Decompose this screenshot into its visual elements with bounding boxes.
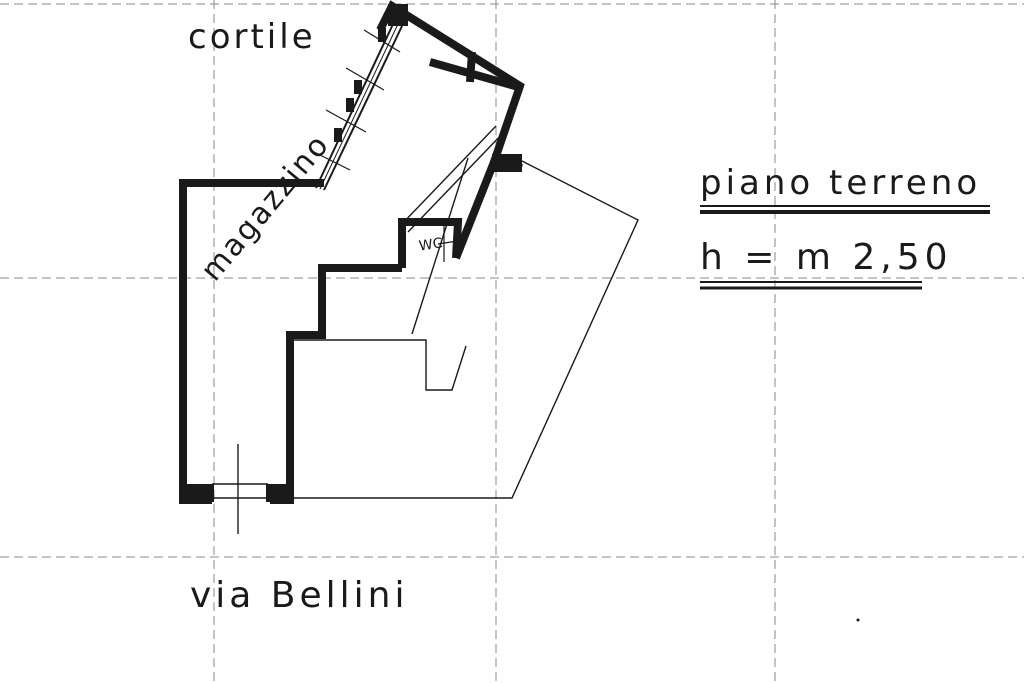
wc-label: WC [418,235,444,255]
floor-height-label: h = m 2,50 [700,237,953,278]
street-label: via Bellini [190,575,409,616]
adjacent-area-outline [289,125,639,499]
window-mullions [334,28,386,142]
courtyard-label: cortile [188,17,316,57]
street-entrance [212,444,268,534]
floor-name-label: piano terreno [700,163,982,203]
stray-mark [856,618,860,622]
wall-corners [180,4,522,502]
title-underlines [700,205,990,290]
wc-fixture [437,220,465,262]
